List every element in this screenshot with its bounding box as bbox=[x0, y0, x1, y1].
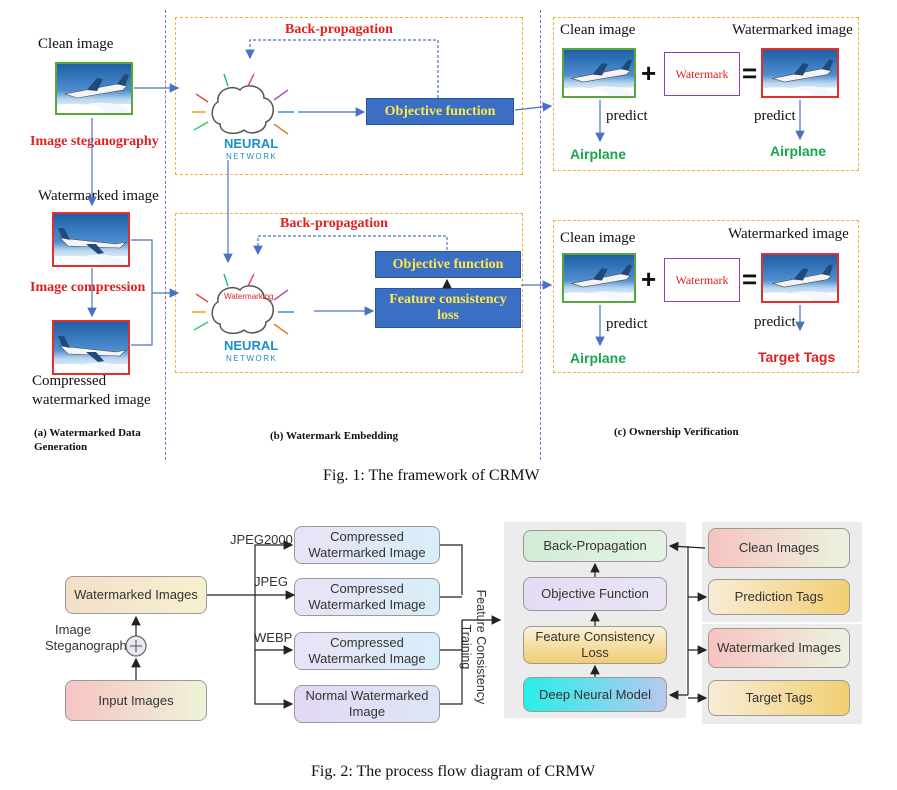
back-propagation-bottom-label: Back-propagation bbox=[280, 216, 388, 231]
feature-consistency-loss-box: Feature consistency loss bbox=[375, 288, 521, 328]
image-steganography-text-line2: Steganography bbox=[45, 638, 134, 653]
webp-label: WEBP bbox=[254, 630, 293, 645]
clean-image-label: Clean image bbox=[38, 36, 114, 52]
divider-right bbox=[540, 10, 541, 460]
target-tags-box: Target Tags bbox=[708, 680, 850, 716]
jpeg2000-label: JPEG2000 bbox=[230, 532, 293, 547]
objective-function-box: Objective Function bbox=[523, 577, 667, 611]
airplane-top-right: Airplane bbox=[770, 143, 827, 159]
image-compression-label: Image compression bbox=[30, 280, 146, 295]
predict-label-bottom-left: predict bbox=[606, 316, 648, 332]
neural-network-top-icon: NEURAL NETWORK bbox=[192, 73, 294, 161]
normal-watermarked-image-box: Normal Watermarked Image bbox=[294, 685, 440, 723]
equals-sign-bottom: = bbox=[742, 264, 758, 294]
predict-label-top-right: predict bbox=[754, 108, 796, 124]
clean-image-top-label: Clean image bbox=[560, 22, 636, 38]
caption-a-line1: (a) Watermarked Data bbox=[34, 427, 141, 439]
verification-top-box bbox=[553, 17, 859, 171]
feature-consistency-line1: Feature consistency bbox=[389, 292, 507, 307]
watermark-box-top: Watermark bbox=[664, 52, 740, 96]
clean-image-photo bbox=[55, 62, 133, 115]
feature-consistency-loss-box-2: Feature Consistency Loss bbox=[523, 626, 667, 664]
figure-2-caption: Fig. 2: The process flow diagram of CRMW bbox=[311, 763, 596, 780]
watermarked-images-right-box: Watermarked Images bbox=[708, 628, 850, 668]
clean-images-box: Clean Images bbox=[708, 528, 850, 568]
compressed-label-line2: watermarked image bbox=[32, 392, 151, 408]
caption-c: (c) Ownership Verification bbox=[614, 426, 739, 438]
compressed-label-line1: Compressed bbox=[32, 373, 107, 389]
plus-sign-top: + bbox=[641, 58, 657, 88]
network-word-top: NETWORK bbox=[226, 152, 277, 161]
back-propagation-top-label: Back-propagation bbox=[285, 22, 393, 37]
watermarking-word: Watermarking bbox=[224, 292, 274, 301]
feature-consistency-line2: loss bbox=[437, 308, 459, 323]
predict-label-top-left: predict bbox=[606, 108, 648, 124]
figure-1-caption: Fig. 1: The framework of CRMW bbox=[323, 467, 540, 484]
neural-word-top: NEURAL bbox=[224, 136, 278, 151]
verify-watermarked-photo-bottom bbox=[761, 253, 839, 303]
compressed-image-jpeg2000: Compressed Watermarked Image bbox=[294, 526, 440, 564]
target-tags-label: Target Tags bbox=[758, 349, 836, 365]
image-steganography-label: Image steganography bbox=[30, 134, 159, 149]
airplane-top-left: Airplane bbox=[570, 146, 627, 162]
neural-network-bottom-icon: Watermarking NEURAL NETWORK bbox=[192, 273, 294, 363]
verification-bottom-box bbox=[553, 220, 859, 373]
verify-clean-photo-bottom bbox=[562, 253, 636, 303]
image-steganography-text-line1: Image bbox=[55, 622, 92, 637]
network-word-bottom: NETWORK bbox=[226, 354, 277, 363]
watermark-box-bottom: Watermark bbox=[664, 258, 740, 302]
plus-sign-bottom: + bbox=[641, 264, 657, 294]
clean-image-bottom-label: Clean image bbox=[560, 230, 636, 246]
watermarked-image-top-label: Watermarked image bbox=[732, 22, 853, 38]
compressed-image-webp: Compressed Watermarked Image bbox=[294, 632, 440, 670]
watermarked-image-photo bbox=[52, 212, 130, 267]
watermarked-image-bottom-label: Watermarked image bbox=[728, 226, 849, 242]
watermarked-image-label: Watermarked image bbox=[38, 188, 159, 204]
caption-b: (b) Watermark Embedding bbox=[270, 430, 399, 442]
verify-watermarked-photo-top bbox=[761, 48, 839, 98]
divider-left bbox=[165, 10, 166, 460]
objective-function-top-box: Objective function bbox=[366, 98, 514, 125]
compressed-image-jpeg: Compressed Watermarked Image bbox=[294, 578, 440, 616]
neural-word-bottom: NEURAL bbox=[224, 338, 278, 353]
airplane-bottom-left: Airplane bbox=[570, 350, 627, 366]
equals-sign-top: = bbox=[742, 58, 758, 88]
embedding-top-box bbox=[175, 17, 523, 175]
figure-1-connectors bbox=[87, 39, 805, 347]
back-propagation-box: Back-Propagation bbox=[523, 530, 667, 562]
deep-neural-model-box: Deep Neural Model bbox=[523, 677, 667, 712]
compressed-watermarked-image-photo bbox=[52, 320, 130, 375]
watermarked-images-box: Watermarked Images bbox=[65, 576, 207, 614]
predict-label-bottom-right: predict bbox=[754, 314, 796, 330]
figure-2-connectors bbox=[125, 540, 708, 709]
caption-a-line2: Generation bbox=[34, 441, 88, 453]
objective-function-bottom-box: Objective function bbox=[375, 251, 521, 278]
input-images-box: Input Images bbox=[65, 680, 207, 721]
prediction-tags-box: Prediction Tags bbox=[708, 579, 850, 615]
jpeg-label: JPEG bbox=[254, 574, 288, 589]
verify-clean-photo-top bbox=[562, 48, 636, 98]
